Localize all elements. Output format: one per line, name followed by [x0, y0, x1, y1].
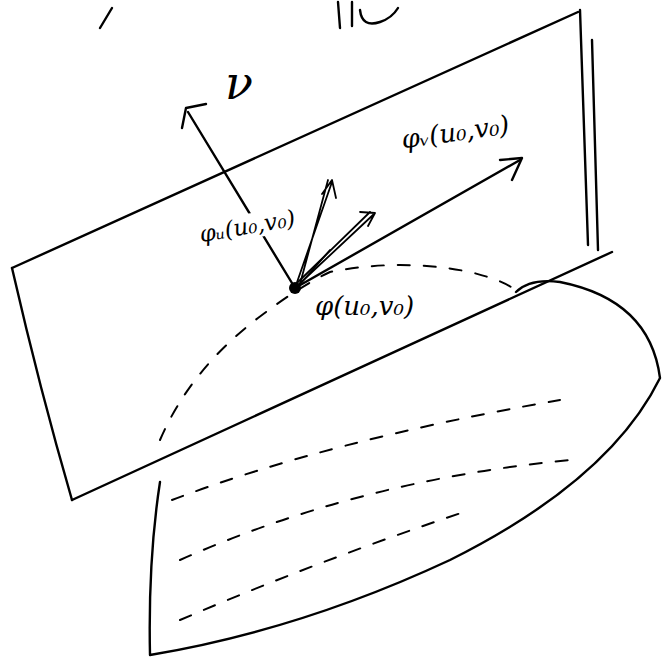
surface-hidden-lines: [160, 265, 570, 620]
scribble: [100, 8, 112, 28]
tangent-vector: [295, 250, 330, 290]
arrowhead: [500, 158, 522, 180]
scribble: [338, 2, 398, 28]
normal-vector: [188, 112, 295, 288]
vector-label: φ(u₀,v₀): [312, 292, 417, 321]
arrowhead: [182, 104, 206, 128]
normal-label: ν: [222, 58, 256, 109]
plane-edge: [580, 10, 598, 250]
surface-outline: [150, 281, 660, 655]
tangent-vector: [295, 160, 520, 288]
vector-label: φᵤ(u₀,v₀): [195, 205, 301, 248]
tangent-vector: [295, 180, 336, 288]
vector-label: φᵥ(u₀,v₀): [397, 110, 515, 154]
plane-edge: [12, 12, 578, 268]
base-point: [289, 282, 301, 294]
plane-edge: [72, 252, 612, 500]
plane-edge: [12, 268, 72, 500]
